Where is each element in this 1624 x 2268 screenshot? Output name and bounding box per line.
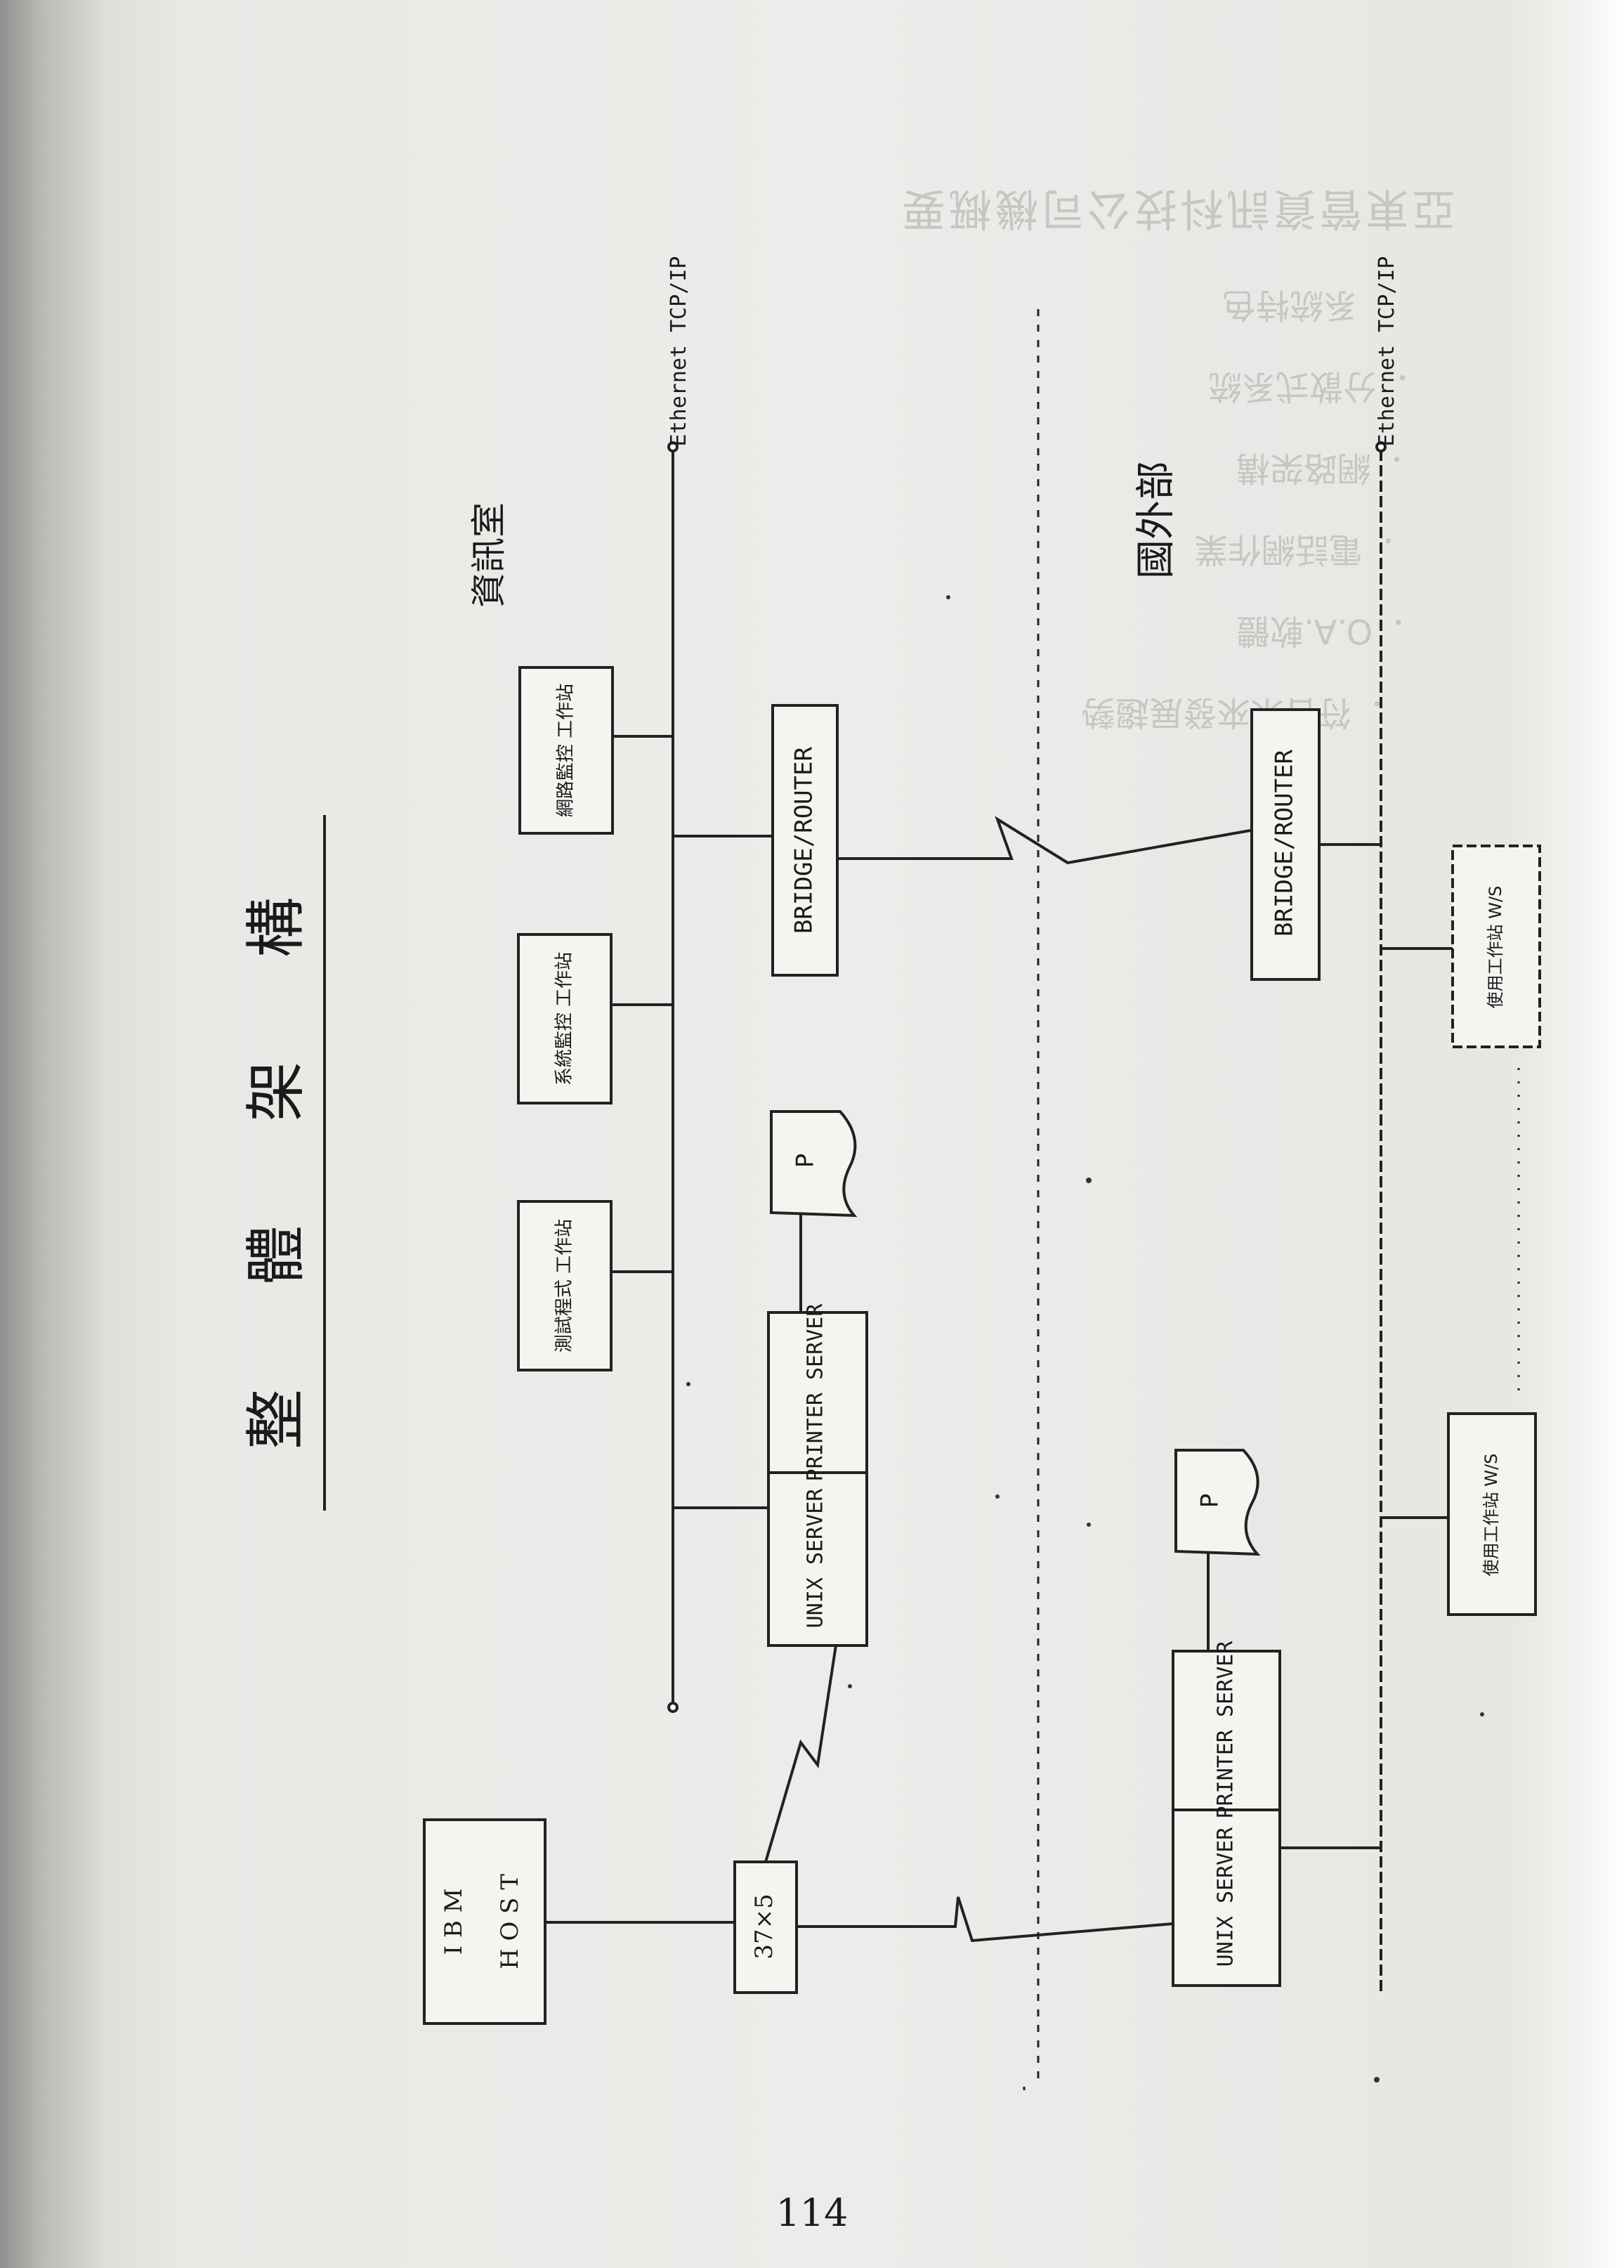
- print-unix-server-right: PRINTER SERVER UNIX SERVER: [1172, 1641, 1381, 1987]
- user-workstation-upper: 使用工作站 W/S: [1381, 845, 1541, 1048]
- communication-controller: 37×5: [733, 1860, 798, 1994]
- ethernet-label-bottom: Ethernet TCP/IP: [1375, 256, 1399, 447]
- workstation-system-label: 系統監控 工作站: [554, 952, 575, 1086]
- bridge-router-right-label: BRIDGE/ROUTER: [1271, 749, 1299, 937]
- printer-left: P: [770, 1110, 858, 1312]
- scan-specks: [686, 595, 1484, 2083]
- controller-label: 37×5: [750, 1894, 778, 1959]
- bridge-router-left: BRIDGE/ROUTER: [673, 704, 839, 977]
- bus-terminator: [667, 1702, 679, 1713]
- unix-server-right-label: UNIX SERVER: [1214, 1827, 1238, 1967]
- section-label-foreign-dept: 國外部: [1134, 461, 1179, 579]
- workstation-test-label: 測試程式 工作站: [554, 1219, 575, 1353]
- wan-link-routers: [837, 816, 1251, 865]
- bridge-router-right: BRIDGE/ROUTER: [1250, 708, 1381, 981]
- title-group: 整 體 架 構: [242, 855, 312, 1449]
- ibm-host: I B M H O S T: [423, 1818, 546, 2025]
- printer-right: P: [1174, 1449, 1261, 1651]
- page-number: 114: [775, 2191, 849, 2235]
- printer-server-left-label: PRINTER SERVER: [804, 1303, 828, 1482]
- print-unix-server-left: PRINTER SERVER UNIX SERVER: [673, 1303, 868, 1647]
- bridge-router-left-label: BRIDGE/ROUTER: [790, 746, 818, 934]
- user-workstation-lower-label: 使用工作站 W/S: [1481, 1454, 1501, 1577]
- controller-to-unix-right: [797, 1896, 1174, 1943]
- user-workstation-upper-label: 使用工作站 W/S: [1486, 886, 1505, 1009]
- workstation-test: 測試程式 工作站: [517, 1200, 673, 1371]
- ibm-host-label-1: I B M: [440, 1889, 468, 1955]
- ibm-host-label-2: H O S T: [496, 1874, 524, 1969]
- diagram-title: 整 體 架 構: [242, 855, 312, 1449]
- printer-server-right-label: PRINTER SERVER: [1214, 1641, 1238, 1819]
- section-label-it-room: 資訊室: [469, 502, 509, 608]
- user-workstation-lower: 使用工作站 W/S: [1381, 1412, 1537, 1616]
- printer-left-glyph: P: [792, 1154, 820, 1168]
- workstation-network-monitor: 網路監控 工作站: [518, 666, 673, 835]
- ethernet-label-top: Ethernet TCP/IP: [667, 256, 691, 447]
- printer-right-glyph: P: [1196, 1494, 1224, 1508]
- controller-to-unix-left: [764, 1645, 837, 1863]
- workstation-network-label: 網路監控 工作站: [556, 684, 577, 817]
- workstation-system-monitor: 系統監控 工作站: [517, 933, 673, 1104]
- bus-terminator: [667, 441, 679, 452]
- unix-server-left-label: UNIX SERVER: [804, 1488, 828, 1629]
- bus-terminator: [1375, 441, 1387, 452]
